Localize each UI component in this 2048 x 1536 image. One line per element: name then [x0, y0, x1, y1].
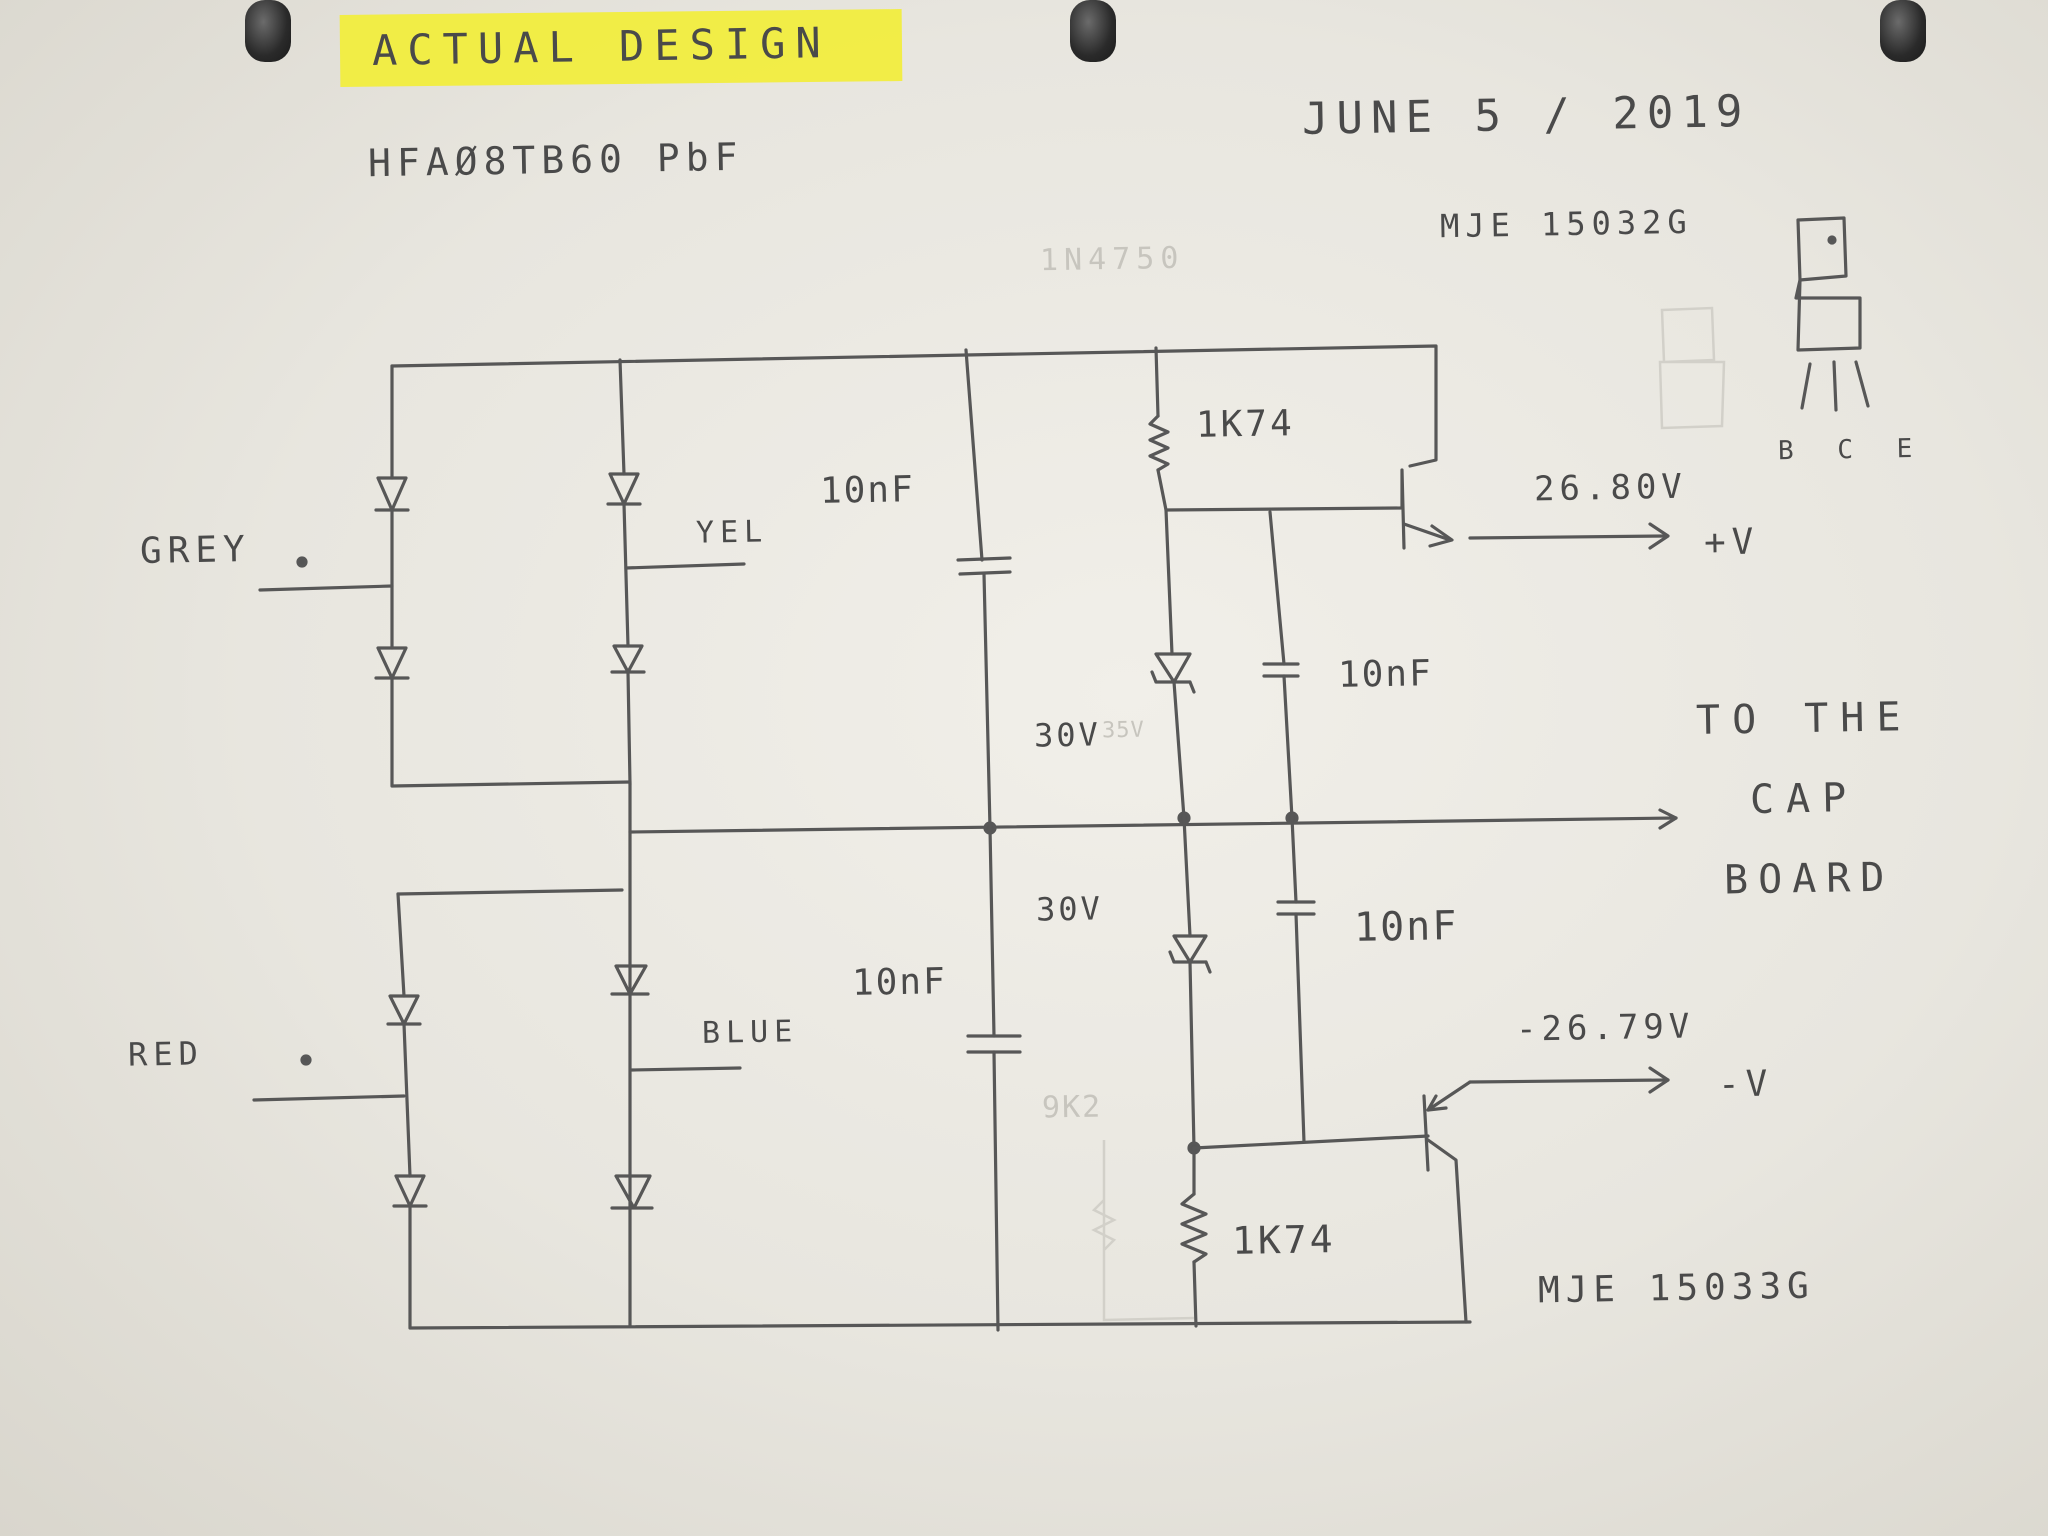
red-input-dot — [300, 1054, 312, 1066]
cap-wire-mid — [982, 572, 996, 1038]
positive-output-wire — [1468, 534, 1668, 540]
diode-d2 — [374, 646, 410, 680]
diode-d7 — [610, 964, 650, 996]
resistor-r1 — [1148, 414, 1170, 472]
diode-d3 — [606, 472, 642, 506]
cap-right-upper-plates — [1262, 662, 1300, 678]
grey-input-wire — [258, 584, 394, 592]
binder-ring-right — [1880, 0, 1926, 62]
binder-ring-left — [245, 0, 291, 62]
diode-d8 — [610, 1174, 654, 1210]
npn-emitter-wire — [1402, 522, 1452, 542]
cap-top-plates — [956, 556, 1012, 576]
diode-d1 — [374, 476, 410, 512]
package-tab-hole — [1827, 235, 1837, 245]
zener-wire-mid — [1172, 680, 1192, 938]
res-top-wire-a — [1154, 346, 1160, 418]
cap-right-wire-b — [1282, 674, 1298, 904]
bridge-ur-wire-b — [622, 502, 630, 648]
zener-top-wire-a — [1164, 508, 1174, 656]
npn-emitter-arrow — [1428, 524, 1454, 548]
negative-output-arrow — [1648, 1066, 1670, 1094]
diode-d4 — [610, 644, 646, 674]
pnp-collector-wire — [1426, 1138, 1468, 1324]
lower-base-wire — [1192, 1134, 1430, 1150]
yel-input-wire — [624, 562, 746, 570]
bridge-ur-wire-a — [618, 358, 626, 476]
top-rail-wire — [390, 344, 1438, 468]
bridge-ul-wire-c — [390, 676, 632, 788]
grey-input-dot — [296, 556, 308, 568]
red-input-wire — [252, 1094, 406, 1102]
cap-bottom-wire — [992, 1050, 1000, 1332]
bottom-rail-wire — [408, 1204, 1472, 1330]
pnp-base-bar — [1422, 1094, 1430, 1172]
bridge-ll-top-wire — [396, 888, 624, 896]
cap-top-wire-a — [964, 348, 984, 562]
cap-right-wire-c — [1294, 912, 1306, 1144]
resistor-r2 — [1180, 1192, 1208, 1264]
res-top-wire-b — [1156, 468, 1404, 512]
ground-rail-wire — [628, 816, 1678, 834]
bridge-ll-wire-b — [402, 1022, 412, 1178]
res-bottom-wire-b — [1192, 1260, 1198, 1328]
package-body — [1794, 278, 1862, 352]
diode-d6 — [392, 1174, 428, 1208]
bridge-ur-wire-c — [626, 670, 632, 786]
binder-ring-middle — [1070, 0, 1116, 62]
erased-package-sketch — [1658, 306, 1726, 430]
package-tab — [1796, 216, 1848, 282]
pnp-emitter-arrow — [1426, 1094, 1448, 1112]
erased-resistor-sketch — [1091, 1140, 1195, 1322]
pnp-emitter-wire — [1426, 1080, 1472, 1112]
blue-input-wire — [630, 1066, 742, 1072]
negative-output-wire — [1468, 1078, 1670, 1084]
positive-output-arrow — [1648, 522, 1670, 550]
cap-right-wire-a — [1268, 510, 1286, 666]
package-leads — [1800, 360, 1870, 412]
diode-d5 — [386, 994, 422, 1026]
cap-board-arrow-head — [1658, 808, 1678, 830]
cap-bottom-plates — [966, 1034, 1022, 1054]
cap-right-lower-plates — [1276, 900, 1316, 916]
zener-bottom-wire — [1188, 960, 1196, 1150]
bridge-ll-wire-a — [396, 892, 406, 998]
npn-base-bar — [1400, 468, 1406, 550]
